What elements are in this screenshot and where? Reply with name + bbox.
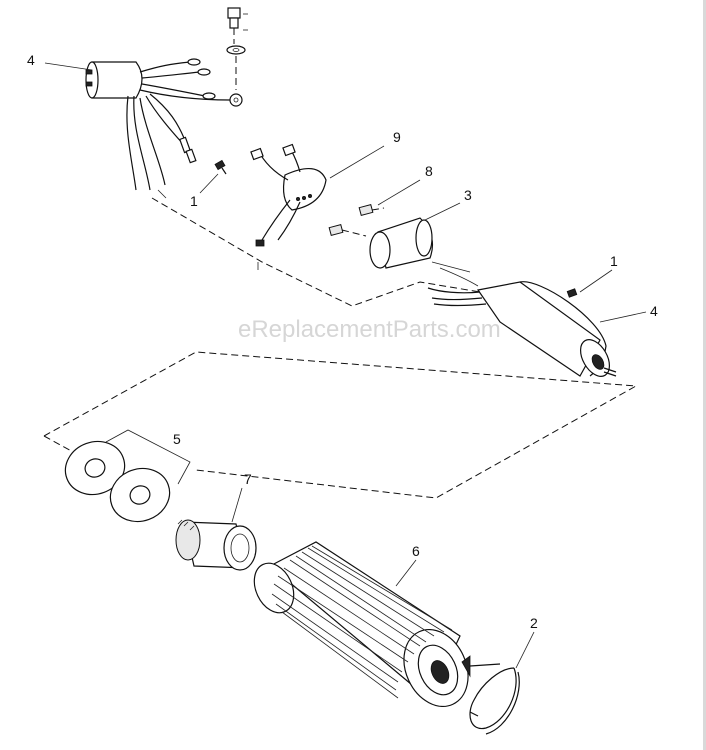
armature-part-6 — [253, 541, 501, 708]
leader-9 — [329, 145, 385, 179]
leader-6 — [395, 559, 417, 587]
leader-1-right — [579, 269, 613, 293]
solenoid-assembly-top-left — [85, 58, 243, 199]
thrust-washers-part-5 — [64, 429, 191, 523]
snap-ring-part-2 — [469, 667, 520, 735]
callout-4-right: 4 — [650, 303, 658, 319]
small-screw-left — [214, 159, 227, 175]
leader-3 — [424, 202, 461, 221]
callout-6: 6 — [412, 543, 420, 559]
callout-5: 5 — [173, 431, 181, 447]
leader-7 — [231, 487, 243, 523]
callout-2: 2 — [530, 615, 538, 631]
callout-7: 7 — [244, 471, 252, 487]
callout-3: 3 — [464, 187, 472, 203]
leader-4-right — [599, 311, 647, 323]
right-frame-edge — [703, 0, 706, 750]
callout-9: 9 — [393, 129, 401, 145]
callout-1-right: 1 — [610, 253, 618, 269]
leader-2 — [515, 631, 535, 669]
top-screw — [226, 7, 248, 90]
leader-8 — [377, 179, 421, 206]
callout-1-top: 1 — [190, 193, 198, 209]
drive-gear-part-7 — [175, 519, 257, 571]
assembly-path-lower — [43, 351, 638, 499]
end-cap-part-3 — [369, 217, 471, 273]
leader-1-top — [199, 173, 219, 194]
motor-frame-part-4-right — [427, 267, 617, 377]
assembly-path-upper — [151, 197, 481, 307]
callout-8: 8 — [425, 163, 433, 179]
brush-plate-part-9 — [250, 143, 327, 247]
callout-4-top: 4 — [27, 52, 35, 68]
leader-4-top — [44, 62, 93, 71]
brushes-part-8 — [328, 203, 385, 237]
watermark-text: eReplacementParts.com — [238, 316, 501, 343]
